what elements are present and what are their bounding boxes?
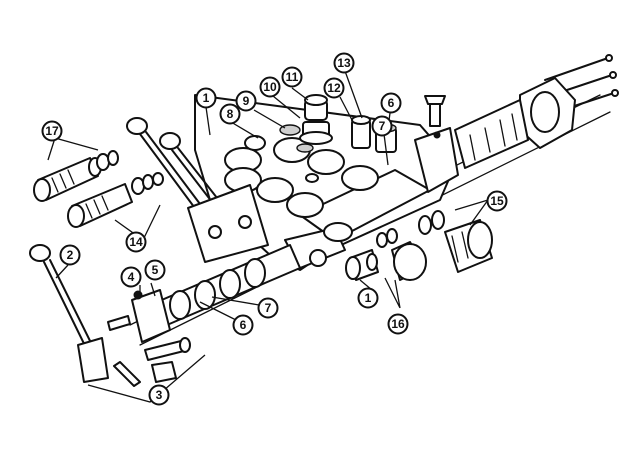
cartridge-parts-left: [33, 150, 164, 228]
callout-12-label: 12: [327, 81, 341, 95]
relief-block-right: [414, 95, 459, 193]
callout-4: 4: [120, 266, 142, 288]
callout-13-label: 13: [337, 56, 351, 70]
callout-6b-label: 6: [240, 318, 247, 332]
callout-8-label: 8: [227, 107, 234, 121]
callout-7a: 7: [371, 115, 393, 137]
callout-1a: 1: [195, 87, 217, 109]
callout-7a-label: 7: [379, 119, 386, 133]
callout-6b: 6: [232, 314, 254, 336]
upper-control-levers: [126, 117, 269, 263]
callout-5-label: 5: [152, 263, 159, 277]
callout-1b-label: 1: [365, 291, 372, 305]
pin-set: [107, 315, 191, 387]
callout-3-label: 3: [156, 388, 163, 402]
callout-16: 16: [387, 313, 409, 335]
callout-5: 5: [144, 259, 166, 281]
callout-13: 13: [333, 52, 355, 74]
lower-control-lever: [29, 244, 109, 383]
spool-lower: [131, 244, 301, 343]
callout-11-label: 11: [286, 70, 299, 84]
callout-16-label: 16: [391, 317, 405, 331]
callout-14: 14: [125, 231, 147, 253]
check-valve-parts: [345, 210, 493, 281]
callout-7b: 7: [257, 297, 279, 319]
callout-10: 10: [259, 76, 281, 98]
callout-2: 2: [59, 244, 81, 266]
end-cover-with-tie-rods: [454, 54, 619, 169]
callout-14-label: 14: [129, 235, 143, 249]
callout-3: 3: [148, 384, 170, 406]
callout-9-label: 9: [243, 94, 250, 108]
callout-15-label: 15: [490, 194, 504, 208]
callout-1a-label: 1: [203, 91, 210, 105]
callout-12: 12: [323, 77, 345, 99]
callout-10-label: 10: [263, 80, 277, 94]
callout-8: 8: [219, 103, 241, 125]
callout-7b-label: 7: [265, 301, 272, 315]
callout-17-label: 17: [45, 124, 59, 138]
callout-9: 9: [235, 90, 257, 112]
callout-2-label: 2: [67, 248, 74, 262]
callout-1b: 1: [357, 287, 379, 309]
callout-4-label: 4: [128, 270, 135, 284]
callout-11: 11: [281, 66, 303, 88]
callout-17: 17: [41, 120, 63, 142]
callout-15: 15: [486, 190, 508, 212]
leader-lines: [47, 70, 489, 403]
callout-6a-label: 6: [388, 96, 395, 110]
callout-6a: 6: [380, 92, 402, 114]
